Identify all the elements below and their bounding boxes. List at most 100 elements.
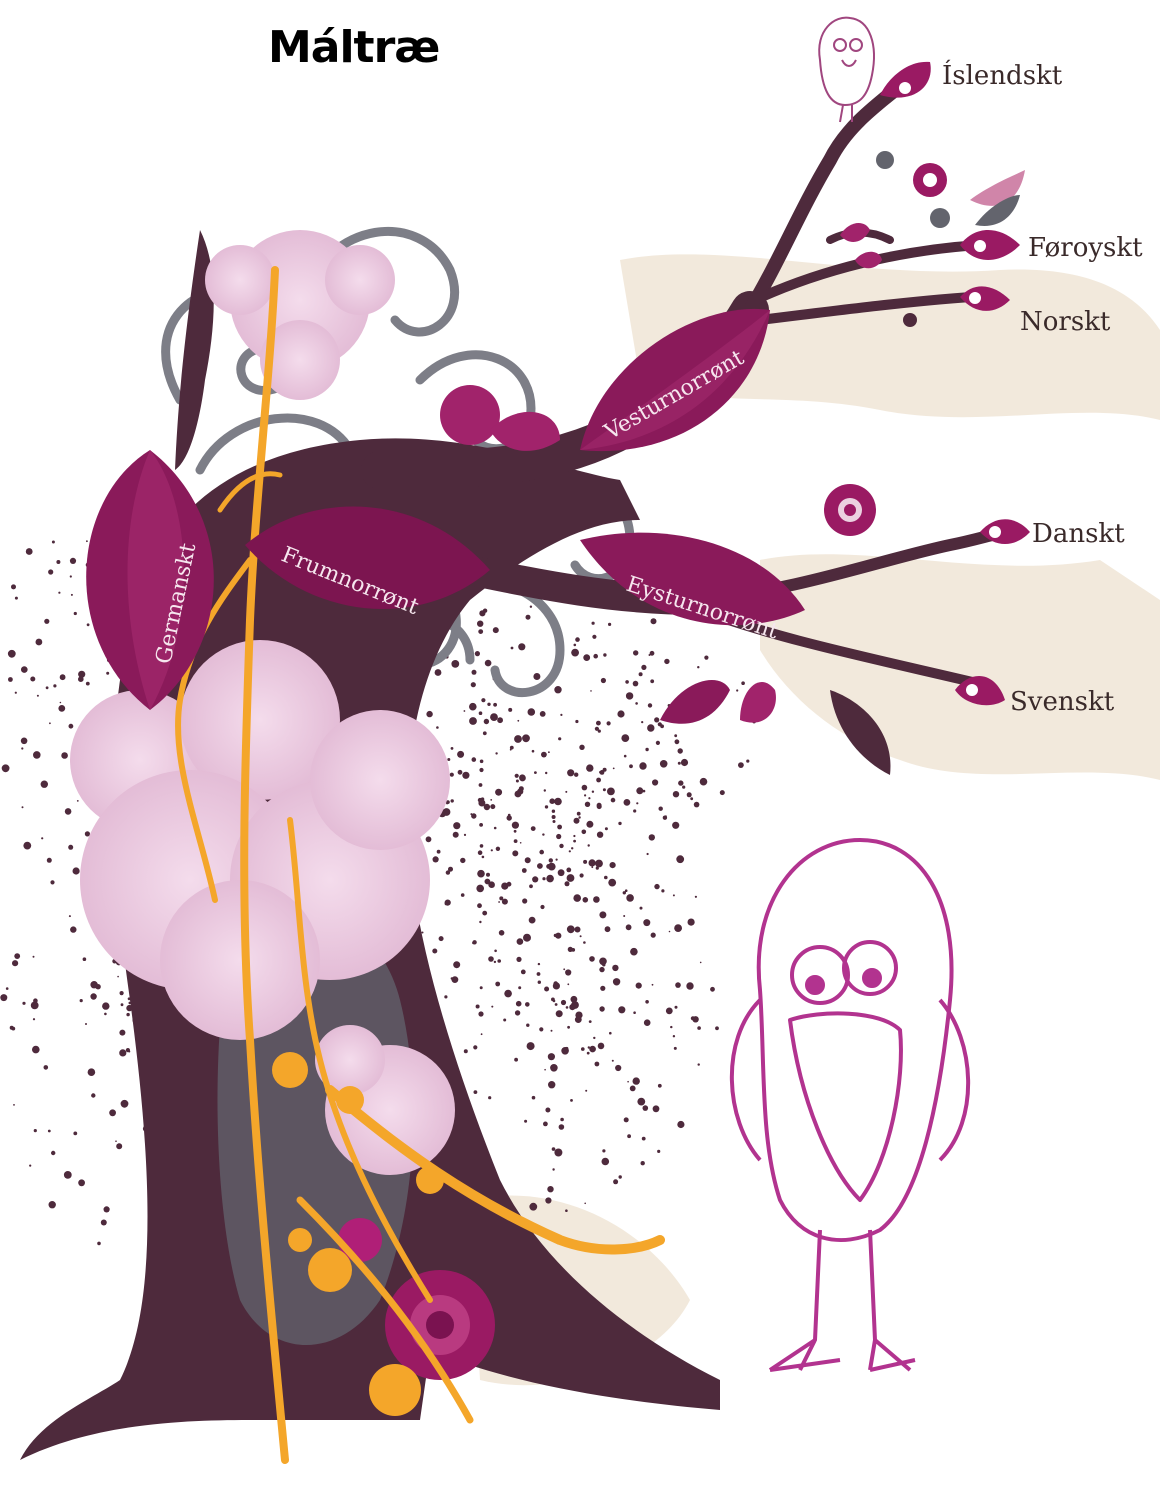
splatter-dot: [552, 1168, 554, 1170]
splatter-dot: [60, 674, 66, 680]
splatter-dot: [544, 1069, 546, 1071]
splatter-dot: [2, 764, 10, 772]
splatter-dot: [598, 730, 601, 733]
splatter-dot: [574, 818, 580, 824]
splatter-dot: [460, 858, 465, 863]
splatter-dot: [29, 1165, 31, 1167]
splatter-dot: [736, 689, 738, 691]
splatter-dot: [551, 1030, 553, 1032]
splatter-dot: [531, 826, 536, 831]
splatter-dot: [457, 751, 464, 758]
splatter-dot: [589, 1046, 596, 1053]
splatter-dot: [575, 927, 581, 933]
splatter-dot: [607, 721, 611, 725]
splatter-dot: [533, 673, 540, 680]
splatter-dot: [650, 679, 654, 683]
splatter-dot: [687, 792, 692, 797]
splatter-dot: [670, 1026, 672, 1028]
splatter-dot: [77, 800, 79, 802]
splatter-dot: [479, 711, 483, 715]
splatter-dot: [545, 772, 547, 774]
splatter-dot: [480, 760, 484, 764]
splatter-dot: [571, 847, 573, 849]
splatter-dot: [514, 830, 517, 833]
splatter-dot: [571, 948, 575, 952]
splatter-dot: [603, 788, 606, 791]
splatter-dot: [548, 863, 556, 871]
splatter-dot: [599, 967, 604, 972]
splatter-dot: [567, 769, 574, 776]
splatter-dot: [642, 1137, 646, 1141]
splatter-dot: [490, 804, 495, 809]
splatter-dot: [15, 692, 17, 694]
splatter-dot: [636, 787, 643, 794]
splatter-dot: [660, 760, 668, 768]
splatter-dot: [78, 1179, 85, 1186]
splatter-dot: [574, 773, 578, 777]
splatter-dot: [491, 884, 495, 888]
splatter-dot: [58, 592, 60, 594]
splatter-dot: [73, 867, 80, 874]
splatter-dot: [479, 823, 483, 827]
splatter-dot: [41, 781, 48, 788]
splatter-dot: [593, 896, 600, 903]
splatter-dot: [571, 996, 578, 1003]
splatter-dot: [656, 741, 660, 745]
splatter-dot: [647, 853, 649, 855]
splatter-dot: [477, 870, 485, 878]
splatter-dot: [525, 1002, 530, 1007]
splatter-dot: [675, 739, 680, 744]
splatter-dot: [85, 831, 90, 836]
splatter-dot: [109, 1109, 116, 1116]
splatter-dot: [104, 1013, 107, 1016]
splatter-dot: [650, 651, 655, 656]
splatter-dot: [22, 806, 24, 808]
splatter-dot: [435, 669, 442, 676]
splatter-dot: [446, 870, 450, 874]
splatter-dot: [741, 681, 745, 685]
splatter-dot: [516, 780, 519, 783]
splatter-dot: [58, 705, 65, 712]
splatter-dot: [700, 778, 708, 786]
splatter-dot: [641, 721, 643, 723]
splatter-dot: [478, 1011, 483, 1016]
splatter-dot: [566, 1006, 569, 1009]
splatter-dot: [677, 1121, 684, 1128]
splatter-dot: [653, 1105, 660, 1112]
splatter-dot: [70, 558, 76, 564]
splatter-dot: [694, 802, 700, 808]
splatter-dot: [512, 850, 518, 856]
splatter-dot: [589, 1020, 592, 1023]
splatter-dot: [484, 804, 490, 810]
splatter-dot: [555, 933, 561, 939]
splatter-dot: [567, 925, 575, 933]
splatter-dot: [6, 987, 9, 990]
splatter-dot: [682, 786, 685, 789]
splatter-dot: [510, 746, 514, 750]
splatter-dot: [86, 682, 90, 686]
splatter-dot: [633, 681, 639, 687]
splatter-dot: [613, 978, 620, 985]
splatter-dot: [636, 802, 638, 804]
splatter-dot: [593, 654, 598, 659]
splatter-dot: [618, 1006, 625, 1013]
splatter-dot: [567, 983, 569, 985]
splatter-dot: [121, 1100, 129, 1108]
splatter-dot: [587, 1052, 590, 1055]
splatter-dot: [700, 962, 702, 964]
splatter-dot: [596, 778, 601, 783]
splatter-dot: [495, 789, 502, 796]
splatter-dot: [621, 734, 629, 742]
splatter-dot: [471, 682, 476, 687]
splatter-dot: [496, 847, 500, 851]
splatter-dot: [469, 717, 477, 725]
splatter-dot: [710, 987, 715, 992]
splatter-dot: [595, 860, 603, 868]
splatter-dot: [692, 1016, 698, 1022]
splatter-dot: [49, 722, 51, 724]
splatter-dot: [545, 805, 548, 808]
splatter-dot: [485, 879, 491, 885]
splatter-dot: [600, 986, 605, 991]
splatter-dot: [36, 639, 43, 646]
splatter-dot: [80, 999, 83, 1002]
